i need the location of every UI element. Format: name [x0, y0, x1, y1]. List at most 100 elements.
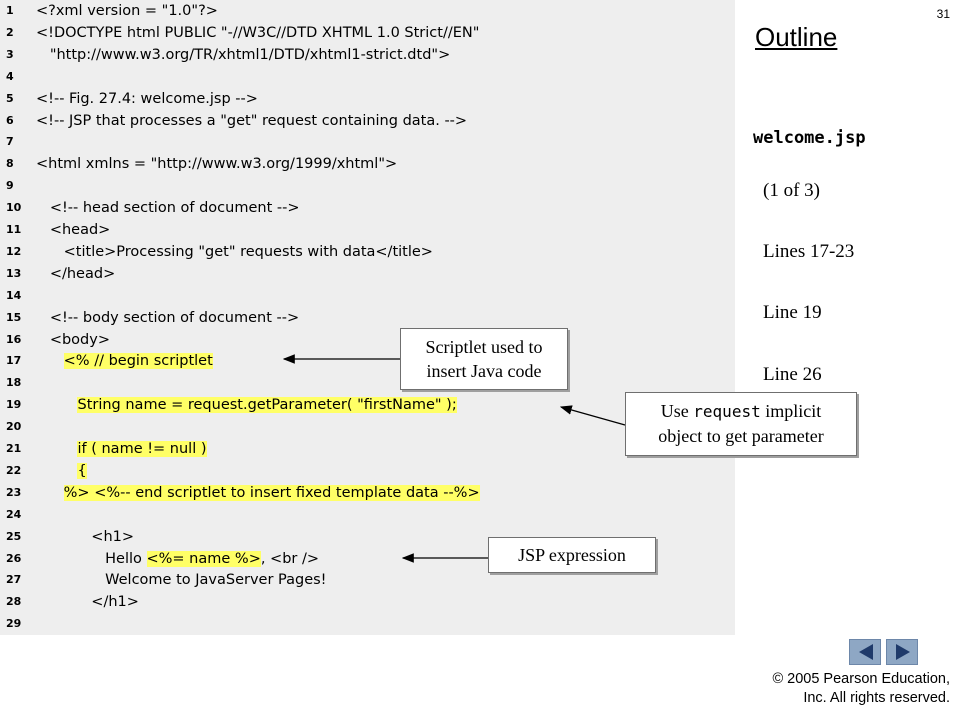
code-text: <html xmlns = "http://www.w3.org/1999/xh…: [36, 153, 397, 175]
copyright-line2: Inc. All rights reserved.: [803, 690, 950, 706]
code-segment: <html xmlns = "http://www.w3.org/1999/xh…: [36, 156, 398, 173]
code-line: 13 </head>: [0, 263, 735, 285]
callout-expression-text: JSP expression: [518, 545, 626, 565]
code-line: 7: [0, 131, 735, 153]
line-number: 22: [6, 463, 22, 477]
code-line: 28 </h1>: [0, 591, 735, 613]
code-line: 2 <!DOCTYPE html PUBLIC "-//W3C//DTD XHTM…: [0, 22, 735, 44]
code-segment: <!-- head section of document -->: [36, 200, 300, 217]
callout-scriptlet: Scriptlet used to insert Java code: [400, 328, 568, 390]
code-text: Hello <%= name %>, <br />: [36, 548, 319, 570]
line-number: 18: [6, 376, 22, 390]
callout-request-before: Use: [660, 401, 694, 421]
code-text: <?xml version = "1.0"?>: [36, 0, 218, 22]
note-line-26: Line 26: [763, 364, 822, 385]
code-text: <!-- Fig. 27.4: welcome.jsp -->: [36, 88, 258, 110]
code-line: 5 <!-- Fig. 27.4: welcome.jsp -->: [0, 88, 735, 110]
code-line: 8 <html xmlns = "http://www.w3.org/1999/x…: [0, 153, 735, 175]
code-line: 23 %> <%-- end scriptlet to insert fixed…: [0, 482, 735, 504]
code-segment: Hello: [36, 550, 147, 567]
code-segment: , <br />: [260, 550, 320, 567]
code-text: <!-- body section of document -->: [36, 307, 299, 329]
code-segment: <!-- Fig. 27.4: welcome.jsp -->: [36, 90, 258, 107]
code-line: 25 <h1>: [0, 526, 735, 548]
line-number: 2: [6, 25, 14, 39]
line-number: 24: [6, 507, 22, 521]
code-line: 20: [0, 416, 735, 438]
callout-request-line1: Use request implicit: [626, 399, 856, 424]
code-line: 22 {: [0, 460, 735, 482]
code-line: 12 <title>Processing "get" requests with…: [0, 241, 735, 263]
code-line: 16 <body>: [0, 329, 735, 351]
code-text: %> <%-- end scriptlet to insert fixed te…: [36, 482, 480, 504]
line-number: 7: [6, 135, 14, 149]
code-line: 26 Hello <%= name %>, <br />: [0, 548, 735, 570]
code-line: 4: [0, 66, 735, 88]
callout-expression: JSP expression: [488, 537, 656, 573]
file-name: welcome.jsp: [753, 128, 866, 148]
code-text: </head>: [36, 263, 115, 285]
callout-request-after: implicit: [760, 401, 822, 421]
code-line: 27 Welcome to JavaServer Pages!: [0, 569, 735, 591]
line-number: 3: [6, 47, 14, 61]
highlighted-code: String name = request.getParameter( "fir…: [77, 397, 457, 414]
note-page-count: (1 of 3): [763, 180, 820, 201]
callout-request-keyword: request: [693, 402, 761, 421]
code-line: 11 <head>: [0, 219, 735, 241]
previous-slide-button[interactable]: [849, 639, 881, 665]
code-segment: <!-- JSP that processes a "get" request …: [36, 112, 468, 129]
line-number: 8: [6, 157, 14, 171]
code-text: <body>: [36, 329, 110, 351]
line-number: 14: [6, 288, 22, 302]
code-line: 3 "http://www.w3.org/TR/xhtml1/DTD/xhtml…: [0, 44, 735, 66]
code-text: if ( name != null ): [36, 438, 207, 460]
code-text: String name = request.getParameter( "fir…: [36, 394, 457, 416]
line-number: 23: [6, 485, 22, 499]
line-number: 25: [6, 529, 22, 543]
code-text: {: [36, 460, 87, 482]
outline-title[interactable]: Outline: [755, 22, 838, 52]
highlighted-code: <%= name %>: [146, 550, 261, 567]
line-number: 16: [6, 332, 22, 346]
code-text: <!-- JSP that processes a "get" request …: [36, 110, 467, 132]
code-line: 14: [0, 285, 735, 307]
code-text: <!DOCTYPE html PUBLIC "-//W3C//DTD XHTML…: [36, 22, 479, 44]
code-line: 15 <!-- body section of document -->: [0, 307, 735, 329]
slide-number: 31: [936, 7, 950, 21]
line-number: 4: [6, 69, 14, 83]
code-segment: </head>: [36, 265, 116, 282]
code-listing: 1 <?xml version = "1.0"?> 2 <!DOCTYPE html …: [0, 0, 735, 635]
code-segment: <h1>: [36, 528, 135, 545]
code-line: 18: [0, 372, 735, 394]
line-number: 19: [6, 398, 22, 412]
code-text: Welcome to JavaServer Pages!: [36, 569, 326, 591]
line-number: 12: [6, 244, 22, 258]
highlighted-code: <% // begin scriptlet: [63, 353, 213, 370]
arrow-left-icon: [859, 644, 873, 660]
line-number: 9: [6, 179, 14, 193]
line-number: 27: [6, 573, 22, 587]
highlighted-code: if ( name != null ): [77, 441, 207, 457]
line-number: 11: [6, 223, 22, 236]
code-line: 24: [0, 504, 735, 526]
code-text: <h1>: [36, 526, 134, 548]
code-text: <title>Processing "get" requests with da…: [36, 241, 433, 263]
code-segment: </h1>: [36, 594, 139, 611]
code-line: 17 <% // begin scriptlet: [0, 350, 735, 372]
code-segment: <!DOCTYPE html PUBLIC "-//W3C//DTD XHTML…: [36, 24, 480, 41]
line-number: 17: [6, 354, 22, 368]
line-number: 13: [6, 266, 22, 280]
code-text: <% // begin scriptlet: [36, 350, 213, 372]
highlighted-code: {: [77, 462, 87, 479]
line-number: 5: [6, 91, 14, 105]
code-line: 19 String name = request.getParameter( "…: [0, 394, 735, 416]
line-number: 1: [6, 4, 14, 17]
code-segment: <!-- body section of document -->: [36, 309, 300, 326]
code-segment: <head>: [36, 222, 111, 238]
next-slide-button[interactable]: [886, 639, 918, 665]
line-number: 28: [6, 595, 22, 609]
code-line: 10 <!-- head section of document -->: [0, 197, 735, 219]
line-number: 15: [6, 310, 22, 324]
code-segment: <title>Processing "get" requests with da…: [36, 243, 433, 260]
